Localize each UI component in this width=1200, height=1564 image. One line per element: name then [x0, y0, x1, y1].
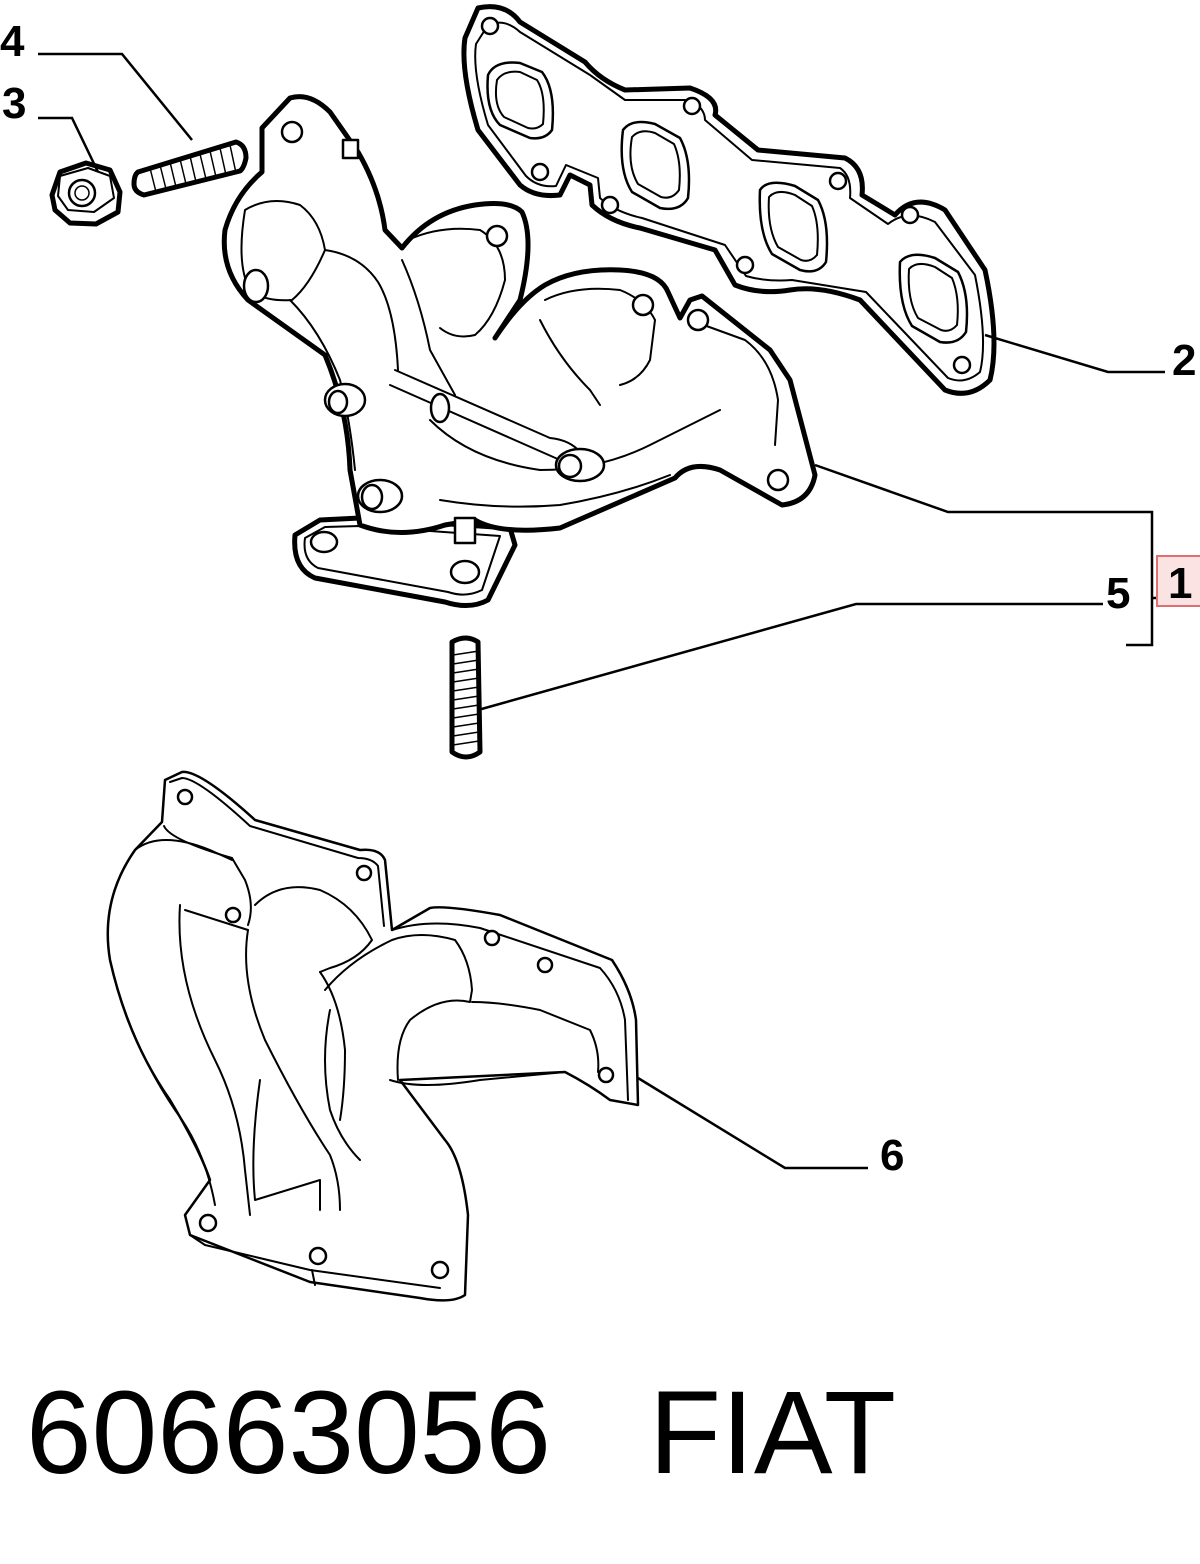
gasket-icon: [461, 4, 997, 396]
callout-1-highlight: [1156, 555, 1200, 607]
callout-5: 5: [1106, 569, 1130, 618]
stud-icon: [131, 139, 249, 198]
callout-6: 6: [880, 1131, 904, 1180]
heat-shield-icon: [106, 770, 640, 1302]
callout-1: 1: [1168, 559, 1192, 608]
part-number: 60663056: [26, 1367, 552, 1499]
brand-name: FIAT: [649, 1367, 896, 1499]
callout-2: 2: [1172, 336, 1196, 385]
part-caption: 60663056 FIAT: [26, 1368, 896, 1498]
stud-icon: [449, 635, 483, 760]
callout-3: 3: [2, 79, 26, 128]
manifold-icon: [221, 94, 818, 608]
callout-4: 4: [0, 17, 25, 66]
leader-lines: [38, 52, 1165, 1170]
callout-numbers: 1 2 3 4 5 6: [0, 17, 1200, 1180]
nut-icon: [49, 160, 123, 227]
